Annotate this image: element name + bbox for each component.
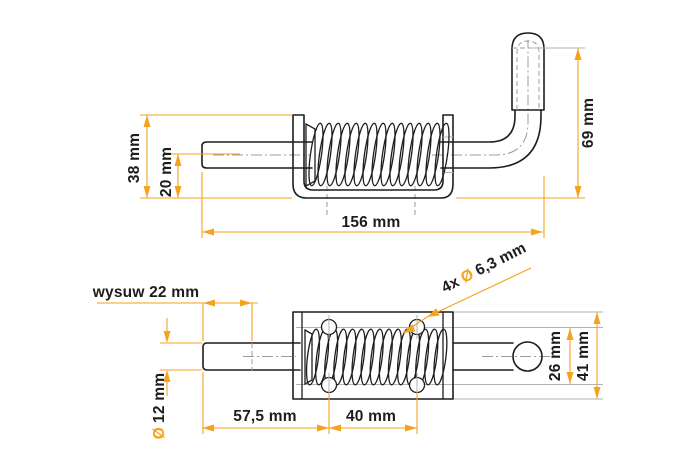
handle-outer-edge [440, 109, 542, 169]
pin-rod-plan [202, 342, 301, 371]
dim-label-156mm: 156 mm [342, 214, 401, 231]
dim-label-40mm: 40 mm [346, 408, 396, 425]
spring-side [305, 121, 453, 188]
mounting-holes [320, 315, 426, 397]
dim-label-38mm: 38 mm [126, 133, 143, 183]
dim-label-57-5mm: 57,5 mm [233, 408, 296, 425]
handle-centerline [432, 40, 529, 156]
dim-label-20mm: 20 mm [158, 147, 175, 197]
spring-seat-plan [304, 328, 313, 386]
dim-label-26mm: 26 mm [547, 331, 564, 381]
dim-pin-axis-offset: 20 mm [158, 147, 240, 198]
dim-label-41mm: 41 mm [575, 331, 592, 381]
housing-walls-plan [301, 312, 444, 399]
hidden-rod-in-cap [516, 40, 540, 110]
dim-pin-to-hole: 57,5 mm 40 mm [202, 372, 418, 434]
dim-label-wysuw: wysuw 22 mm [92, 284, 199, 301]
plan-view: wysuw 22 mm Ø12 mm 57,5 mm 40 mm 4xØ6,3 … [92, 239, 603, 439]
dim-label-69mm: 69 mm [580, 98, 597, 148]
dim-bracket-width: 41 mm [575, 312, 601, 399]
projection-lines-right [296, 311, 603, 400]
bracket-side [292, 114, 454, 199]
dim-inner-width: 26 mm [547, 328, 574, 384]
hole-projection-lines [326, 186, 416, 216]
dim-bracket-height: 38 mm [126, 114, 292, 198]
dim-label-12mm: Ø12 mm [151, 373, 168, 439]
spring-plan [303, 327, 450, 387]
dim-total-length: 156 mm [201, 172, 545, 238]
handle-inner-edge [440, 109, 516, 143]
side-view: 38 mm 20 mm 69 mm 156 mm [126, 32, 597, 238]
handle-end-circle [512, 341, 543, 372]
handle-cap [511, 32, 545, 111]
pin-rod-side [201, 141, 313, 169]
dim-holes-callout: 4xØ6,3 mm [402, 239, 532, 334]
dim-handle-height: 69 mm [530, 47, 597, 198]
dim-label-holes: 4xØ6,3 mm [439, 239, 529, 296]
dim-pin-diameter: Ø12 mm [151, 318, 202, 439]
housing-plan [292, 311, 454, 400]
handle-rod-plan [452, 342, 514, 371]
dim-travel: wysuw 22 mm [92, 284, 258, 341]
